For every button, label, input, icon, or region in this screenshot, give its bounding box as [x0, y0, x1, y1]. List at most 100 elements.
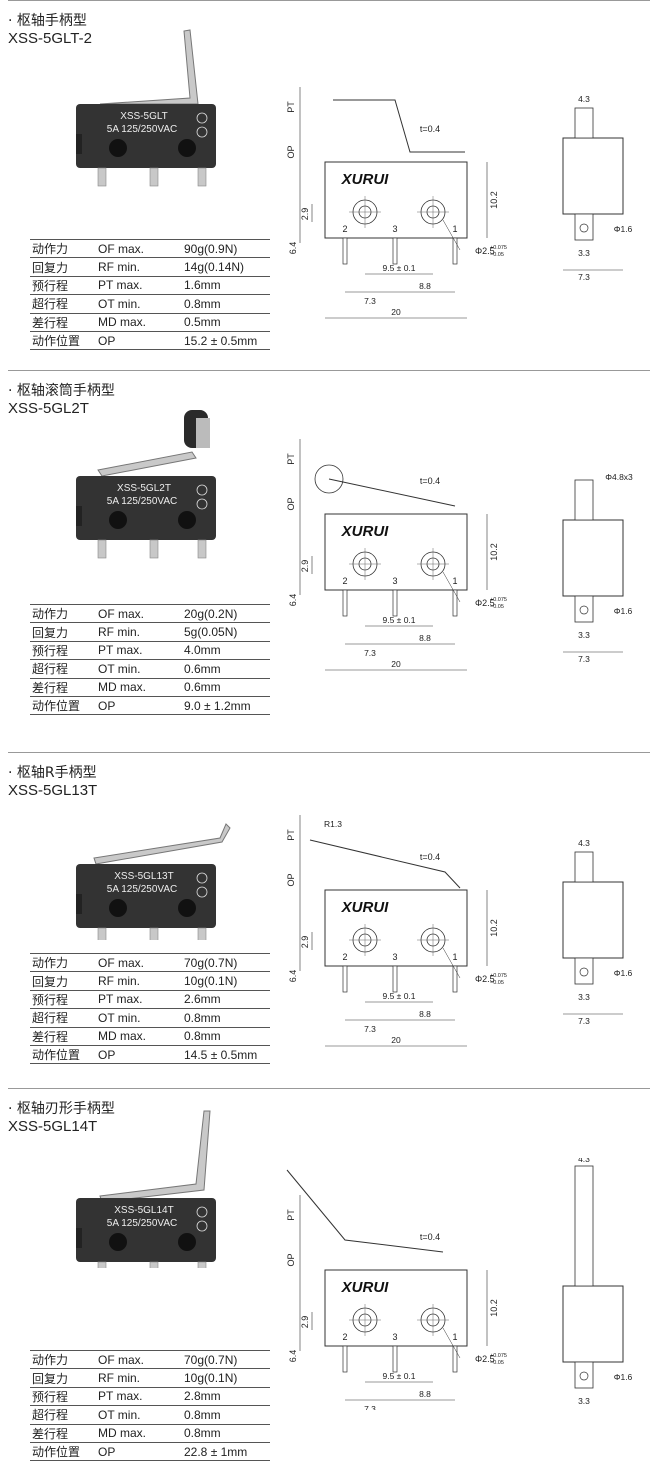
terminal [149, 167, 159, 187]
side-hole-label: Φ1.6 [614, 968, 633, 978]
pitch-label: 9.5 ± 0.1 [382, 263, 415, 273]
pin-outline [342, 237, 348, 265]
side-pin [574, 595, 594, 623]
dim-label: 6.4 [288, 594, 298, 607]
dim-label: 2.9 [300, 208, 310, 221]
side-body [562, 1285, 624, 1363]
ul-mark [196, 126, 208, 138]
spec-param: RF min. [96, 1368, 182, 1388]
pin-label: 2 [342, 1332, 347, 1342]
tol-lower: −0.05 [490, 980, 504, 986]
body-outline [324, 513, 468, 591]
ul-mark [196, 886, 208, 898]
spec-value: 0.8mm [182, 1424, 270, 1443]
type-name: 枢轴滚筒手柄型 [16, 383, 115, 399]
spec-label: 动作位置 [30, 1045, 96, 1065]
section-divider [8, 1088, 650, 1089]
mount-hole [178, 1233, 196, 1251]
mount-hole [109, 1233, 127, 1251]
spec-label: 动作位置 [30, 696, 96, 716]
pitch-label: 9.5 ± 0.1 [382, 615, 415, 625]
lever [97, 451, 197, 477]
spec-value: 9.0 ± 1.2mm [182, 696, 270, 716]
spec-param: OP [96, 696, 182, 716]
spec-param: PT max. [96, 276, 182, 296]
terminal [149, 927, 159, 940]
spec-param: MD max. [96, 313, 182, 332]
type-name: 枢轴手柄型 [16, 13, 87, 29]
op-label: OP [286, 873, 296, 886]
type-name: 枢轴刃形手柄型 [16, 1101, 115, 1117]
tol-lower: −0.05 [490, 1360, 504, 1366]
pin-label: 1 [452, 224, 457, 234]
dim-label: 3.3 [578, 630, 590, 640]
spec-param: RF min. [96, 257, 182, 277]
photo-rating: 5A 125/250VAC [107, 884, 177, 895]
spec-label: 动作力 [30, 238, 96, 259]
photo-rating: 5A 125/250VAC [107, 124, 177, 135]
lever [99, 29, 199, 105]
dim-label: 3.3 [578, 992, 590, 1002]
cqc-mark [196, 1206, 208, 1218]
ul-mark [196, 1220, 208, 1232]
spec-value: 0.6mm [182, 678, 270, 697]
side-lever [574, 107, 594, 139]
spec-param: PT max. [96, 990, 182, 1010]
spec-value: 0.8mm [182, 1405, 270, 1425]
spec-value: 0.5mm [182, 313, 270, 332]
spec-value: 70g(0.7N) [182, 1349, 270, 1370]
spec-value: 22.8 ± 1mm [182, 1442, 270, 1462]
dim-label: 7.3 [364, 1024, 376, 1034]
spec-label: 预行程 [30, 1387, 96, 1407]
brand-logo: XURUI [341, 523, 390, 540]
bullet: · [8, 13, 17, 29]
body-outline [324, 161, 468, 239]
side-hole-label: Φ1.6 [614, 1372, 633, 1382]
pin-outline [392, 1345, 398, 1373]
spec-value: 15.2 ± 0.5mm [182, 331, 270, 351]
pin-label: 3 [392, 224, 397, 234]
spec-param: OF max. [96, 603, 182, 624]
terminal [149, 539, 159, 559]
model-number: XSS-5GLT-2 [8, 30, 92, 47]
side-body [562, 519, 624, 597]
lever [93, 823, 231, 865]
side-hole [579, 967, 589, 977]
spec-param: MD max. [96, 1424, 182, 1443]
spec-param: OP [96, 1442, 182, 1462]
hole-label: Φ2.5 [475, 974, 495, 984]
width-label: 20 [391, 307, 401, 317]
spec-param: OT min. [96, 1405, 182, 1425]
spec-label: 动作位置 [30, 1442, 96, 1462]
spec-label: 回复力 [30, 257, 96, 277]
width-label: 20 [391, 659, 401, 669]
terminal [197, 1261, 207, 1268]
spec-label: 预行程 [30, 990, 96, 1010]
side-lever [574, 851, 594, 883]
spec-label: 差行程 [30, 313, 96, 332]
tol-upper: +0.075 [490, 245, 507, 251]
hole-label: Φ2.5 [475, 1354, 495, 1364]
section-divider [8, 752, 650, 753]
side-hole-label: Φ1.6 [614, 224, 633, 234]
dim-label: 6.4 [288, 970, 298, 983]
spec-param: OT min. [96, 294, 182, 314]
spec-param: OF max. [96, 238, 182, 259]
